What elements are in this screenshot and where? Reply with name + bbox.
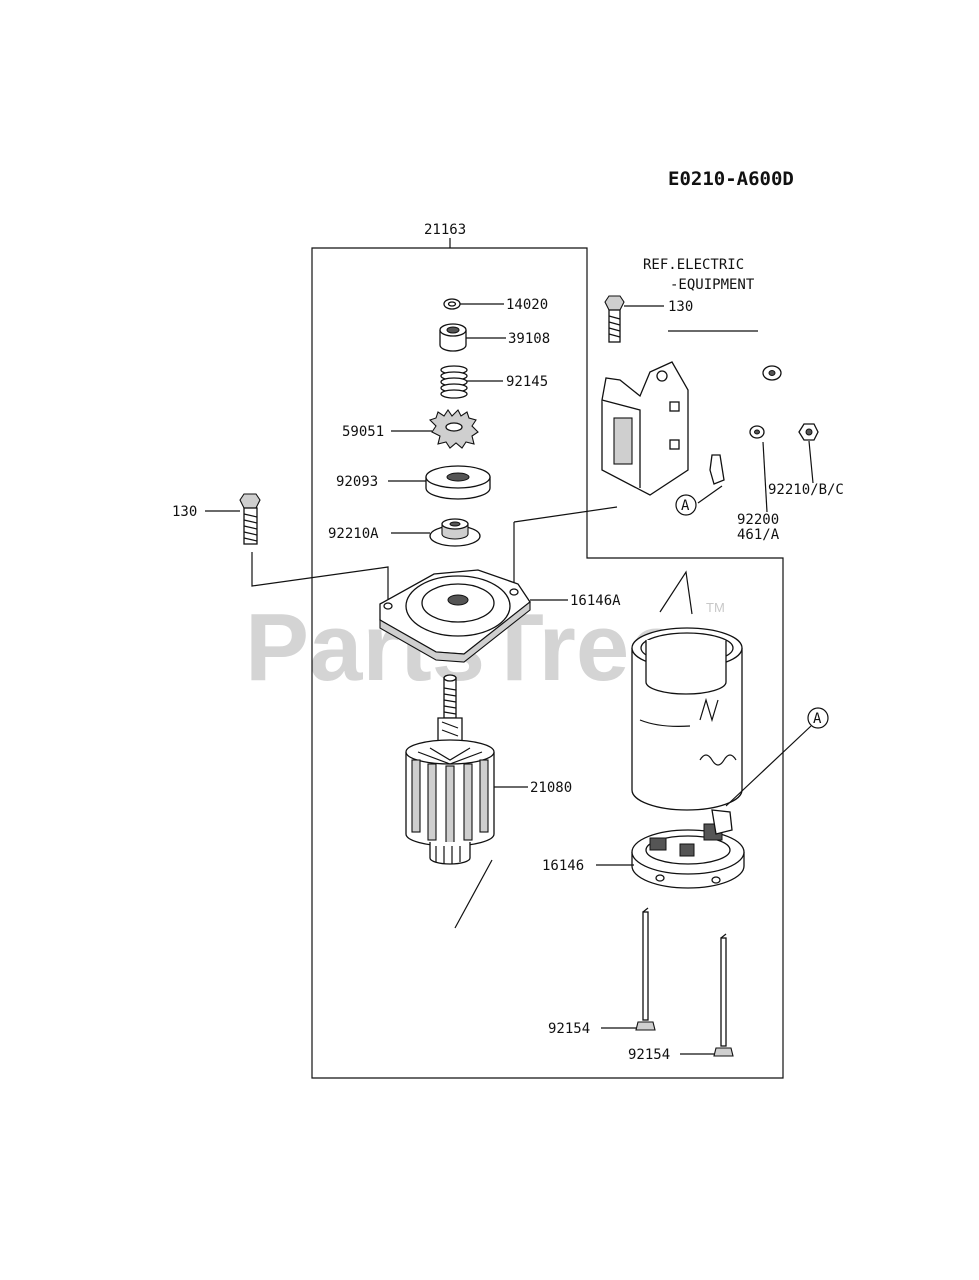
part-92210bc-nut[interactable] [798, 423, 819, 441]
part-92145-spring[interactable] [440, 365, 468, 399]
leader-callout-a-lower [725, 725, 812, 807]
part-130-bolt-left[interactable] [239, 493, 261, 545]
armature-assembly-line [454, 859, 493, 929]
label-92145[interactable]: 92145 [506, 374, 548, 390]
assembly-frame [311, 247, 784, 1079]
label-92210bc[interactable]: 92210/B/C [768, 482, 844, 498]
leader-92200 [762, 441, 768, 513]
label-130-right[interactable]: 130 [668, 299, 693, 315]
part-92210a-nut[interactable] [429, 518, 481, 547]
label-21163[interactable]: 21163 [424, 222, 466, 238]
part-59051-pinion-gear[interactable] [428, 409, 479, 449]
watermark-tm: TM [706, 600, 725, 615]
part-yoke[interactable] [631, 627, 743, 811]
part-16146a-end-cover[interactable] [379, 569, 531, 663]
label-130-left[interactable]: 130 [172, 504, 197, 520]
part-92093-washer[interactable] [425, 465, 491, 500]
bolt-path-right [513, 506, 618, 523]
label-92210a[interactable]: 92210A [328, 526, 379, 542]
label-92093[interactable]: 92093 [336, 474, 378, 490]
ref-note-line2: -EQUIPMENT [670, 277, 755, 293]
ref-note-line1: REF.ELECTRIC [643, 257, 744, 273]
label-59051[interactable]: 59051 [342, 424, 384, 440]
label-461a[interactable]: 461/A [737, 527, 780, 543]
part-cable[interactable] [709, 365, 782, 485]
part-39108-bushing[interactable] [439, 323, 467, 352]
part-21080-armature[interactable] [405, 674, 495, 865]
svg-text:A: A [681, 498, 690, 514]
callout-a-upper[interactable]: A [675, 494, 697, 516]
yoke-assembly-arrow [659, 570, 693, 615]
part-16146-brush-holder[interactable] [631, 809, 745, 889]
bolt-path-left [251, 552, 389, 603]
callout-a-lower[interactable]: A [807, 707, 829, 729]
label-92200[interactable]: 92200 [737, 512, 779, 528]
label-21080[interactable]: 21080 [530, 780, 572, 796]
svg-text:A: A [813, 711, 822, 727]
label-16146[interactable]: 16146 [542, 858, 584, 874]
part-130-bolt-right[interactable] [604, 295, 625, 343]
diagram-code: E0210-A600D [668, 168, 794, 190]
label-14020[interactable]: 14020 [506, 297, 548, 313]
part-bracket[interactable] [601, 361, 689, 496]
leader-callout-a-upper [697, 485, 723, 504]
label-16146a[interactable]: 16146A [570, 593, 621, 609]
label-39108[interactable]: 39108 [508, 331, 550, 347]
part-92200-washer[interactable] [749, 425, 765, 439]
leader-92210bc [808, 440, 814, 484]
part-92154-through-bolt-b[interactable] [713, 933, 734, 1057]
part-14020-washer[interactable] [443, 298, 461, 310]
label-92154-b[interactable]: 92154 [628, 1047, 670, 1063]
label-92154-a[interactable]: 92154 [548, 1021, 590, 1037]
part-92154-through-bolt-a[interactable] [635, 907, 656, 1031]
